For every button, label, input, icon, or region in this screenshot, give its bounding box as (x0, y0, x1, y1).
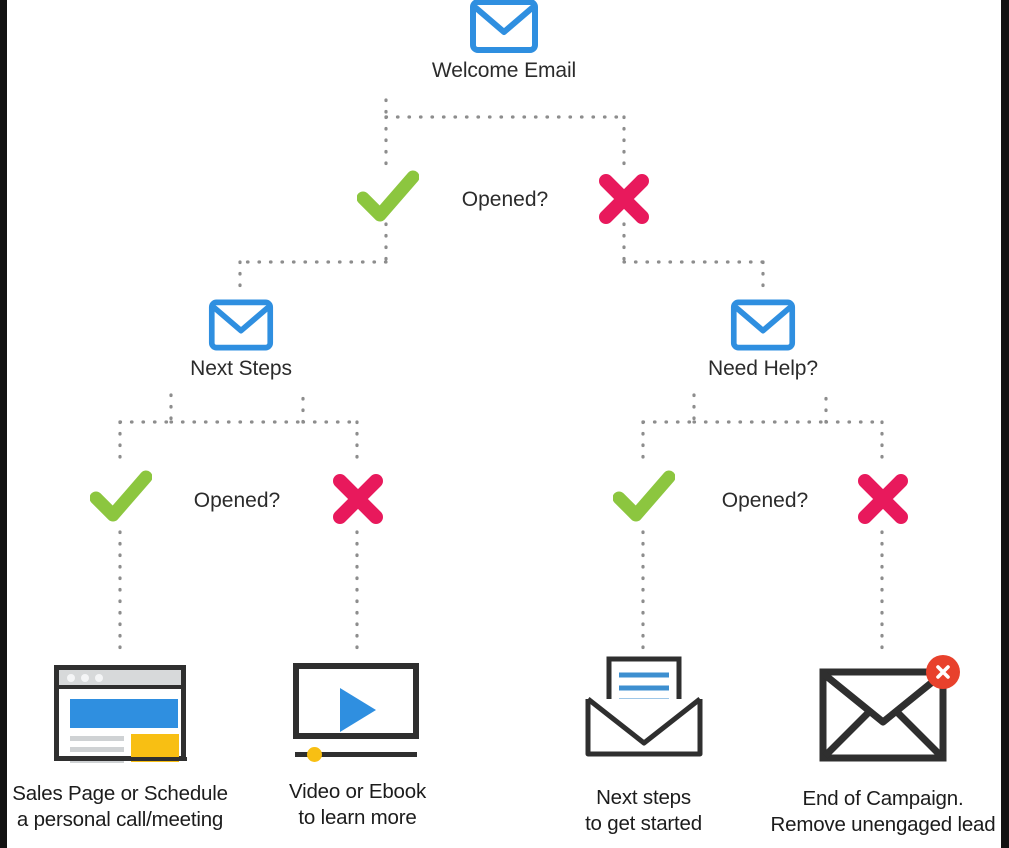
node-label: Next Steps (190, 357, 292, 380)
node-welcome-email[interactable]: Welcome Email (428, 0, 580, 83)
leaf-sales-page[interactable]: Sales Page or Schedule a personal call/m… (7, 665, 246, 833)
error-badge (926, 655, 960, 689)
leaf-caption-line: Sales Page or Schedule (12, 782, 228, 805)
cross-icon (855, 472, 911, 531)
browser-text-lines (70, 736, 124, 769)
check-icon (612, 470, 676, 529)
check-icon (356, 170, 420, 229)
cross-icon (330, 472, 386, 531)
browser-window-icon (54, 665, 187, 763)
leaf-caption-line: Video or Ebook (288, 780, 426, 803)
condition-label-next-steps: Opened? (193, 489, 281, 512)
leaf-caption-line: Remove unengaged lead (770, 813, 996, 837)
browser-titlebar (59, 670, 181, 689)
browser-base (61, 757, 187, 761)
video-progress-track (294, 752, 417, 757)
cross-icon (596, 172, 652, 231)
leaf-next-steps-started[interactable]: Next steps to get started (521, 655, 766, 837)
envelope-icon (208, 298, 274, 352)
leaf-caption-line: End of Campaign. (802, 787, 964, 810)
play-icon (339, 688, 376, 732)
leaf-caption-line: to get started (585, 812, 702, 836)
open-envelope-letter-icon (583, 655, 705, 759)
video-progress-knob (306, 747, 322, 762)
envelope-icon (730, 298, 796, 352)
leaf-caption-line: Next steps (596, 786, 691, 809)
leaf-caption-line: a personal call/meeting (16, 808, 224, 832)
condition-label-need-help: Opened? (721, 489, 809, 512)
envelope-error-icon (819, 655, 960, 762)
browser-dot (67, 673, 75, 682)
browser-dot (95, 673, 103, 682)
leaf-caption-line: to learn more (298, 806, 417, 830)
leaf-video-ebook[interactable]: Video or Ebook to learn more (235, 663, 480, 831)
video-player-icon (292, 663, 423, 762)
node-label: Need Help? (708, 357, 818, 380)
browser-dot (81, 673, 89, 682)
leaf-end-of-campaign[interactable]: End of Campaign. Remove unengaged lead (757, 655, 1001, 838)
envelope-icon (469, 0, 539, 54)
node-next-steps[interactable]: Next Steps (170, 298, 312, 381)
condition-label-root: Opened? (461, 188, 549, 211)
node-label: Welcome Email (431, 59, 577, 82)
browser-hero-banner (70, 699, 178, 728)
node-need-help[interactable]: Need Help? (692, 298, 834, 381)
check-icon (89, 470, 153, 529)
